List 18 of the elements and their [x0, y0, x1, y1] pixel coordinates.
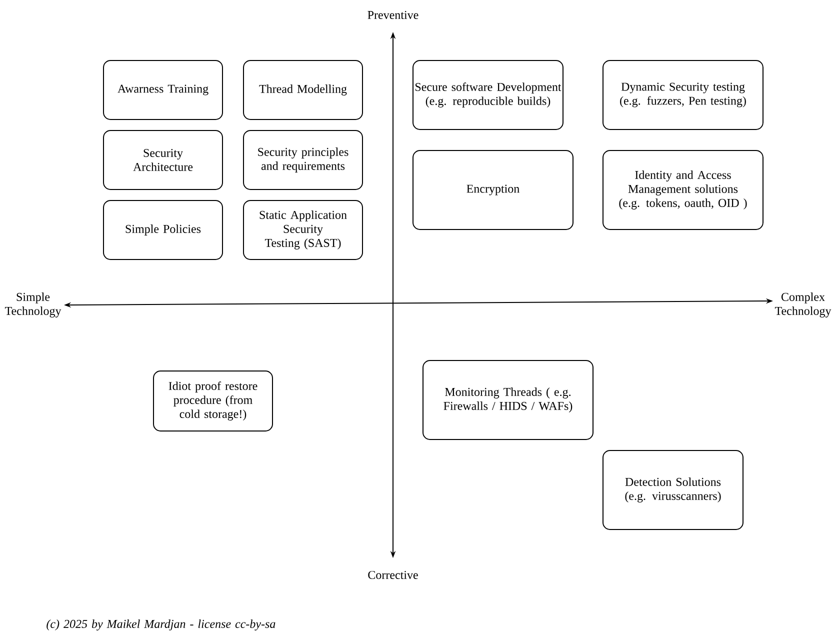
process-box: Thread Modelling	[243, 60, 363, 120]
process-box: Security Architecture	[103, 130, 223, 190]
axis-label: Complex Technology	[774, 292, 832, 318]
process-box: Static Application Security Testing (SAST)	[243, 200, 363, 260]
process-box: Monitoring Threads ( e.g. Firewalls / HIDS / WAFs)	[422, 360, 594, 440]
axis-label: Simple Technology	[5, 292, 62, 318]
process-box: Awarness Training	[103, 60, 223, 120]
process-box: Detection Solutions (e.g. virusscanners)	[602, 450, 744, 530]
process-box: Secure software Development (e.g. reproducible builds)	[412, 60, 564, 130]
process-box: Dynamic Security testing (e.g. fuzzers, Pen testing)	[602, 60, 764, 130]
axis-label: Corrective	[368, 570, 418, 580]
process-box: Simple Policies	[103, 200, 223, 260]
process-box: Idiot proof restore procedure (from cold storage!)	[153, 370, 273, 432]
axis-label: Preventive	[368, 10, 418, 20]
process-box: Security principles and requirements	[243, 130, 363, 190]
footer-text: (c) 2025 by Maikel Mardjan - license cc-by-sa	[46, 620, 276, 630]
process-box: Encryption	[412, 150, 574, 230]
process-box: Identity and Access Management solutions (e.g. tokens, oauth, OID )	[602, 150, 764, 230]
